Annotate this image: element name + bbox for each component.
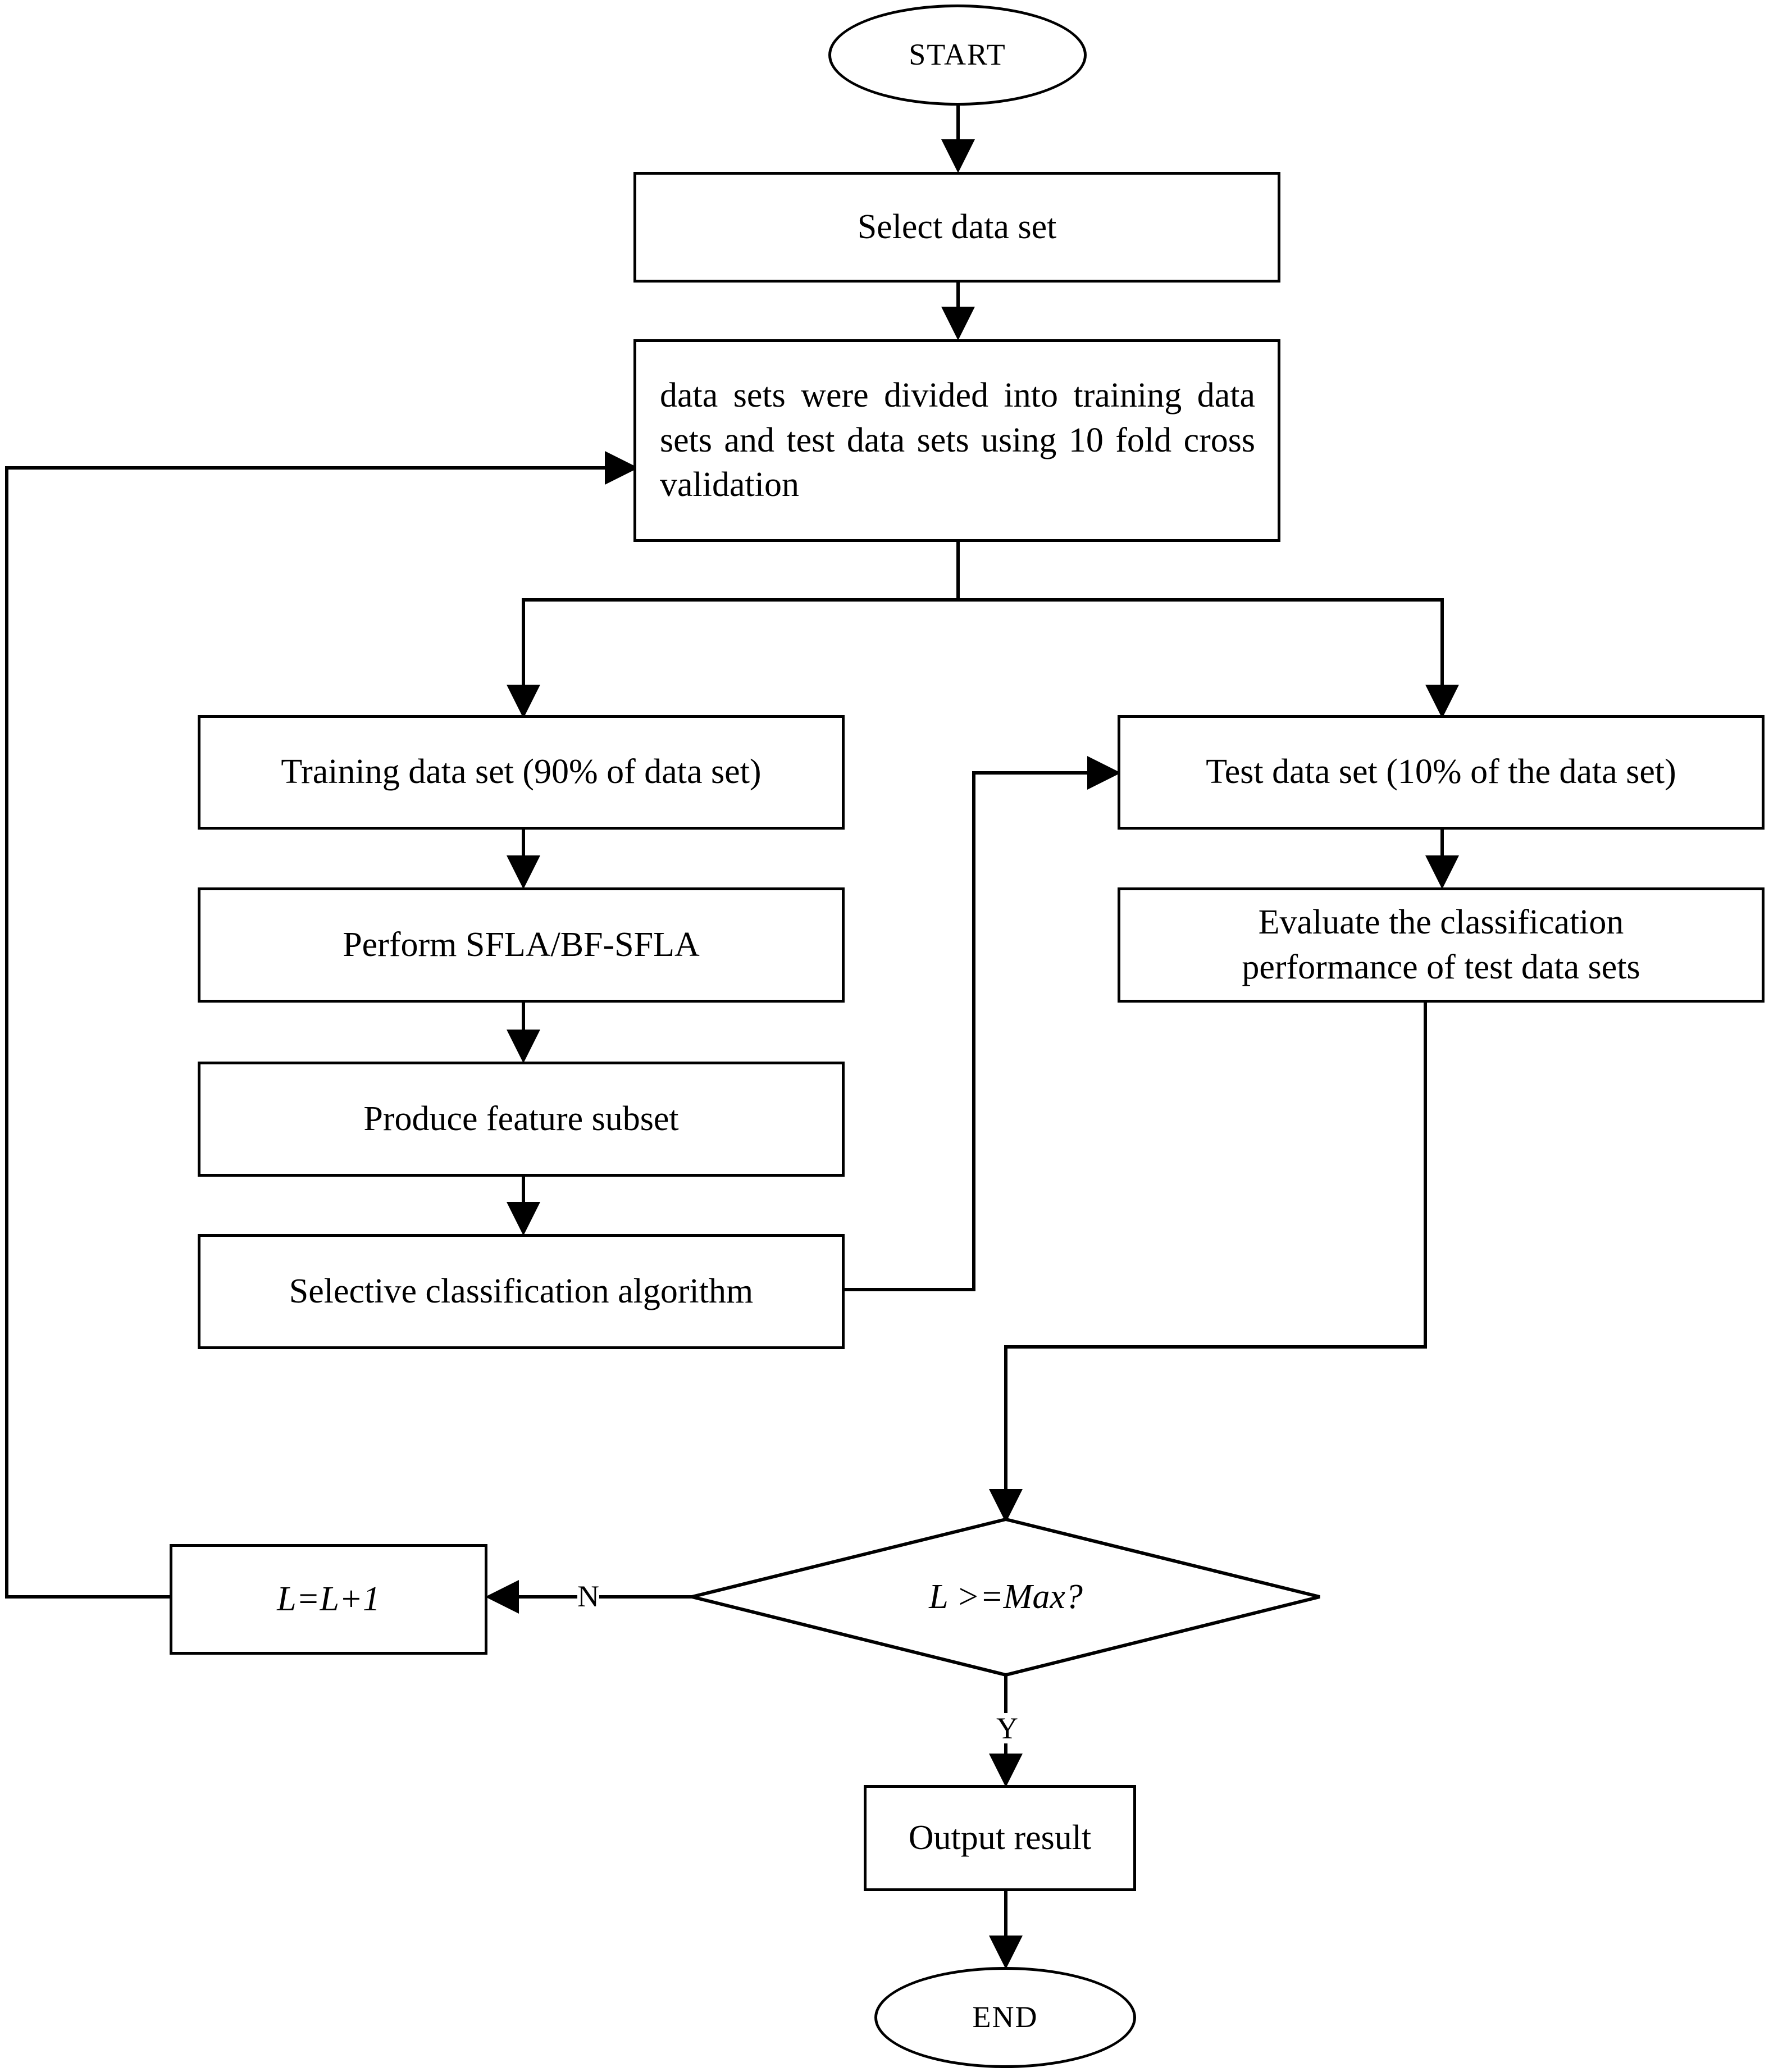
yes-label: Y [996,1711,1018,1745]
arrow-increment-to-divide [5,451,639,1599]
select-data-set-box: Select data set [633,172,1280,283]
start-node: START [828,4,1087,106]
arrow-selective-to-test [844,756,1121,1291]
no-label: N [577,1579,599,1613]
decision-label: L >=Max? [929,1577,1083,1616]
end-node: END [874,1967,1136,2068]
evaluate-performance-box: Evaluate the classification performance … [1118,887,1765,1003]
output-result-box: Output result [864,1785,1136,1891]
evaluate-line-1: Evaluate the classification [1258,903,1624,942]
selective-classification-box: Selective classification algorithm [198,1234,845,1349]
evaluate-line-2: performance of test data sets [1242,948,1640,986]
perform-sfla-box: Perform SFLA/BF-SFLA [198,887,845,1003]
line-split [522,598,1444,713]
test-data-set-box: Test data set (10% of the data set) [1118,715,1765,830]
divide-data-sets-text: data sets were divided into training dat… [660,376,1255,504]
training-data-set-box: Training data set (90% of data set) [198,715,845,830]
increment-box: L=L+1 [170,1544,487,1655]
produce-feature-subset-box: Produce feature subset [198,1062,845,1177]
arrow-evaluate-to-decision [989,1003,1427,1523]
divide-data-sets-box: data sets were divided into training dat… [633,339,1280,542]
